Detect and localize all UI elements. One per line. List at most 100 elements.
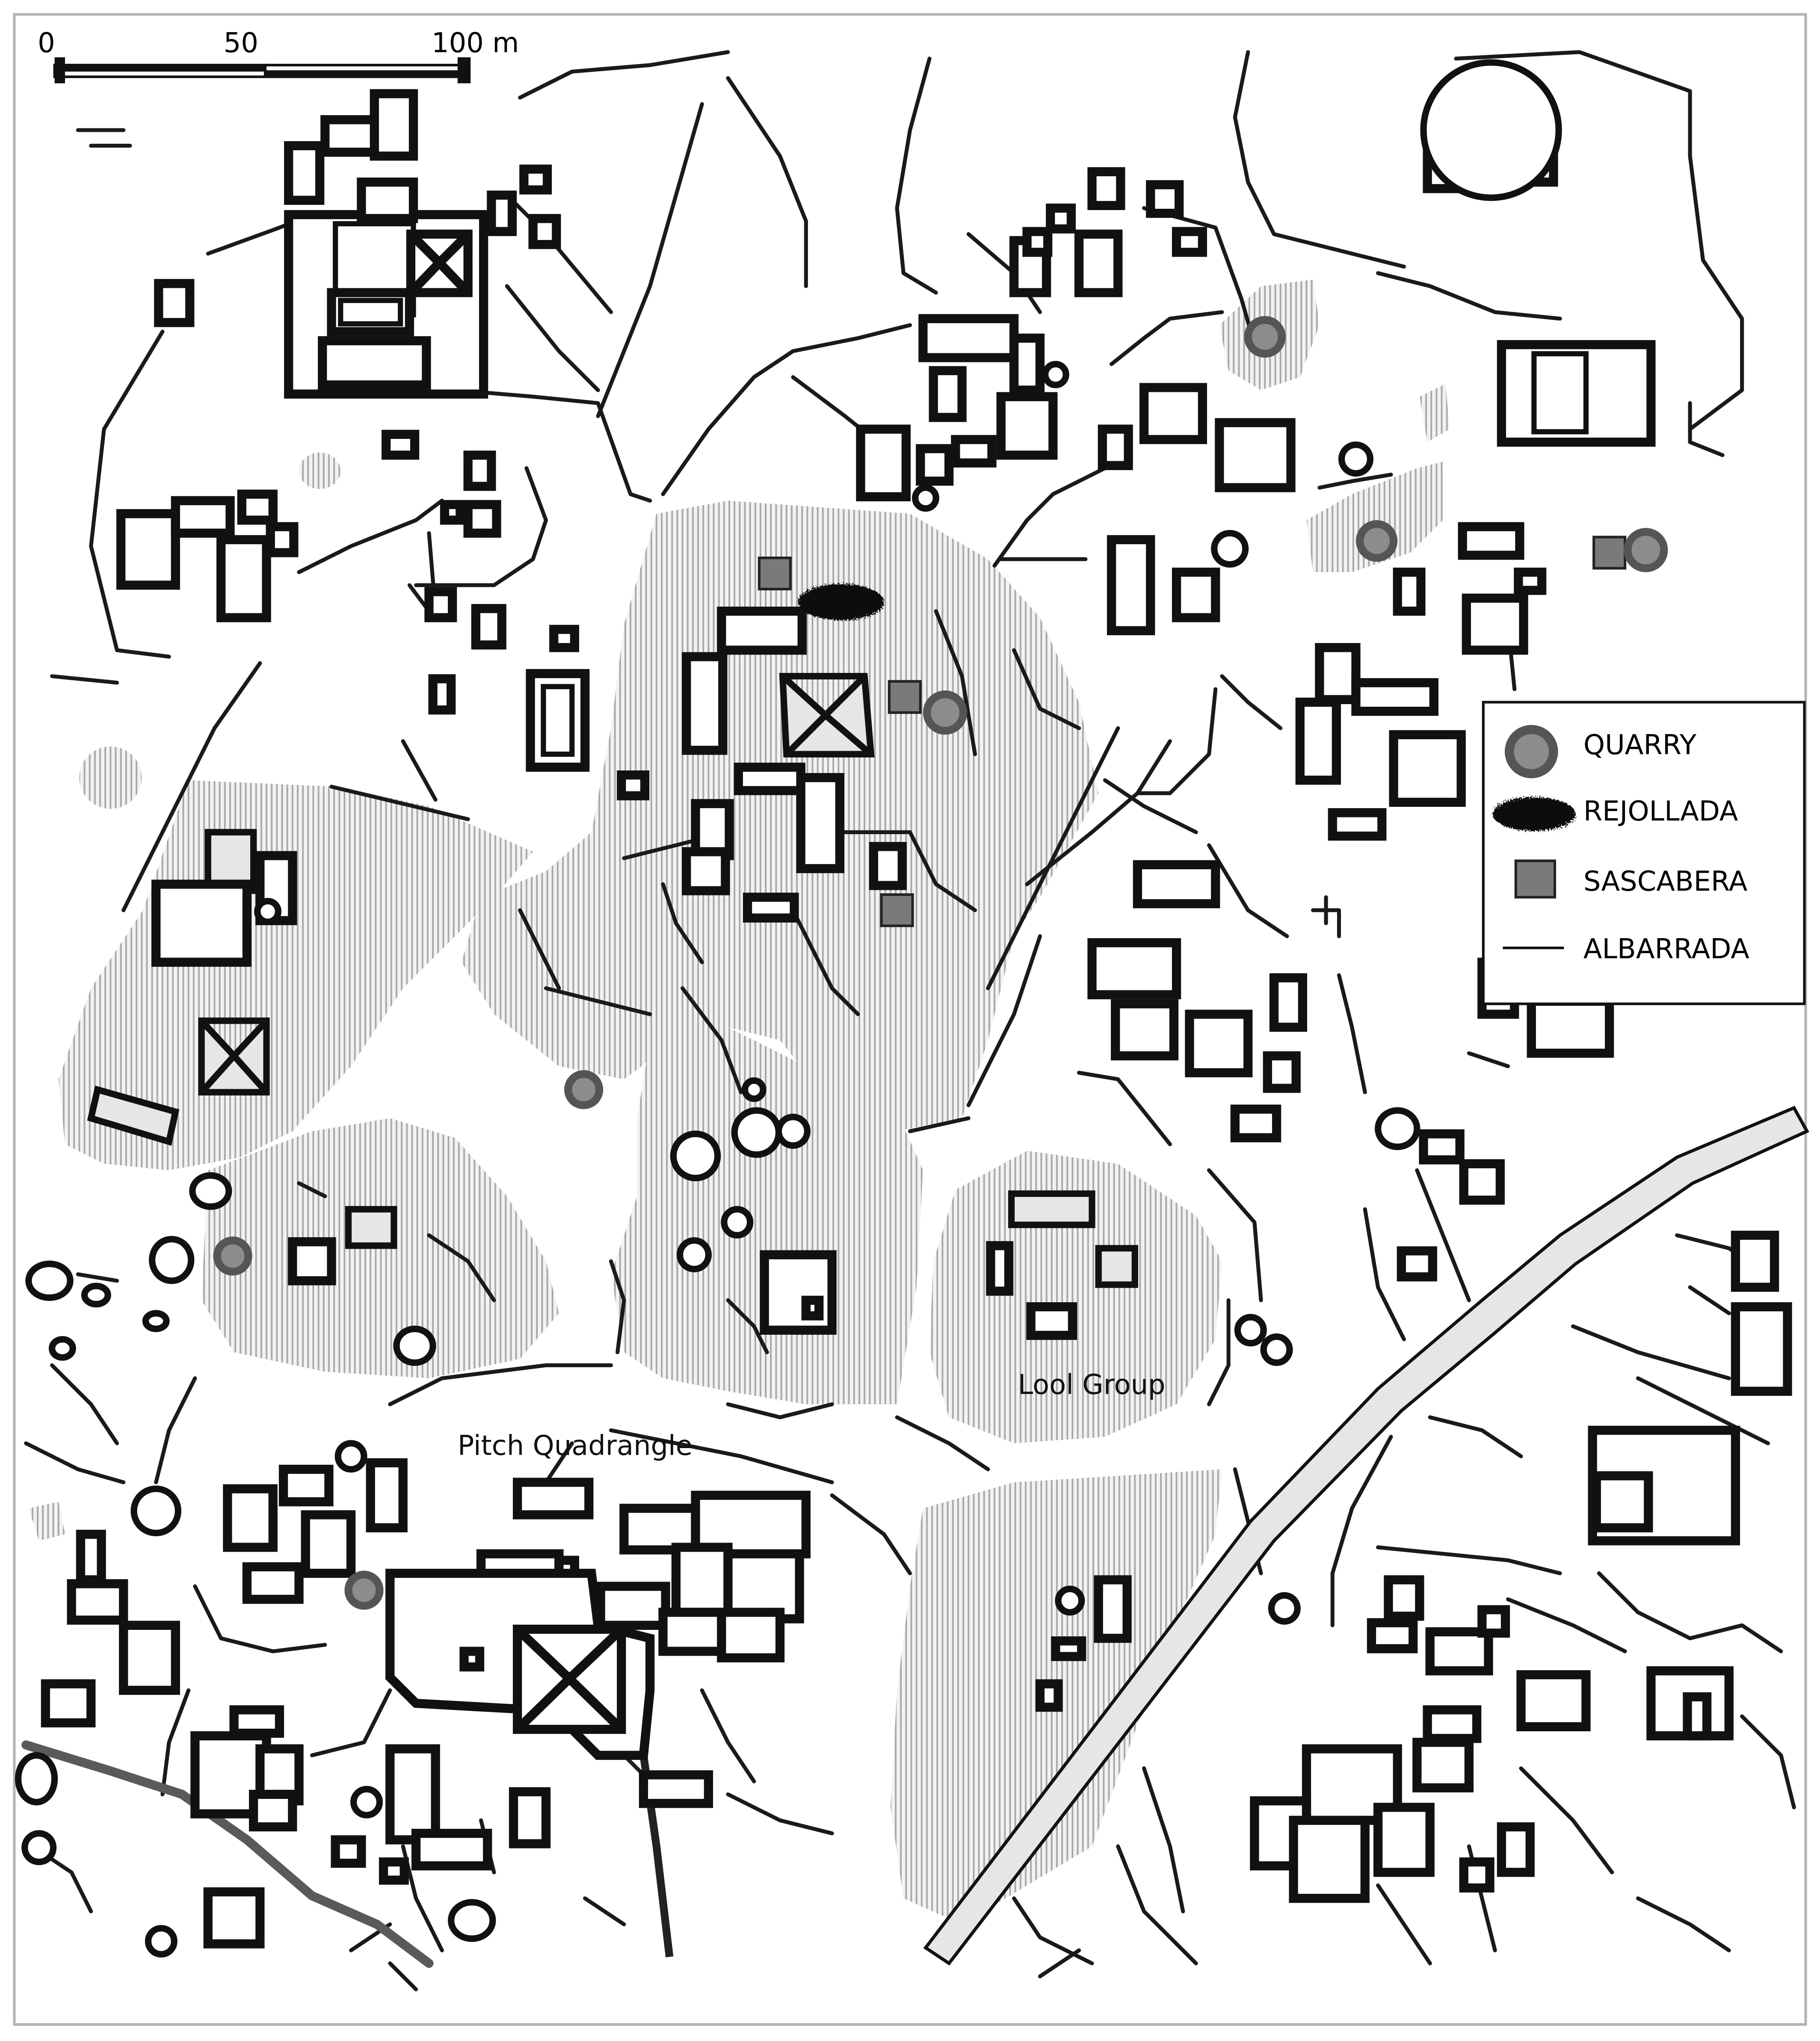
quarry-symbol <box>344 1570 384 1610</box>
hatched-zone-circle-west <box>79 746 142 809</box>
structure <box>1397 1246 1437 1282</box>
scale-bar-end <box>457 57 471 83</box>
quarry-symbol <box>1355 520 1398 562</box>
structure <box>916 444 954 486</box>
structure <box>223 1484 278 1552</box>
structure <box>1419 1129 1465 1164</box>
structure <box>203 1887 265 1949</box>
structure <box>1462 593 1528 655</box>
structure <box>1269 973 1308 1032</box>
structure <box>1423 1705 1482 1743</box>
structure <box>41 1679 96 1727</box>
structure <box>379 1857 409 1885</box>
structure <box>1094 1575 1132 1643</box>
structure <box>639 1770 713 1808</box>
structure <box>1351 678 1438 716</box>
structure <box>216 535 271 622</box>
structure <box>463 500 501 538</box>
structure <box>331 1835 366 1868</box>
structure <box>382 430 420 460</box>
road-southwest <box>21 1740 434 1968</box>
structure <box>717 607 807 655</box>
structure <box>1328 808 1387 841</box>
structure <box>1731 1302 1792 1396</box>
structure <box>528 214 561 249</box>
structure <box>1289 1816 1370 1903</box>
structure <box>929 366 967 422</box>
sascabera-symbol <box>880 893 914 927</box>
structure <box>1514 567 1547 595</box>
structure <box>171 496 235 538</box>
structure <box>424 587 457 622</box>
legend-quarry-icon <box>1504 725 1558 779</box>
structure <box>1384 1575 1424 1621</box>
structure <box>471 604 506 650</box>
structure <box>288 1237 336 1286</box>
structure <box>87 1085 180 1146</box>
structure <box>1263 1051 1301 1093</box>
structure <box>1393 567 1426 616</box>
pyramid-structure <box>406 229 473 297</box>
structure <box>682 847 730 895</box>
structure <box>116 509 180 590</box>
structure <box>1230 1105 1281 1143</box>
structure <box>509 1787 551 1848</box>
structure <box>266 522 299 557</box>
quarry-symbol <box>1624 528 1668 572</box>
structure <box>487 190 517 236</box>
circular-features <box>15 59 1562 1958</box>
hatched-zone-central <box>461 501 1099 1132</box>
hatched-zones <box>28 279 1450 1925</box>
map-frame <box>13 13 1807 2026</box>
structure <box>1008 1190 1095 1228</box>
structure <box>1172 227 1207 257</box>
quarry-symbol <box>564 1070 604 1109</box>
modern-road-southeast <box>923 1105 1809 1966</box>
structure <box>67 1579 128 1625</box>
structure <box>519 164 552 195</box>
structure <box>1497 340 1656 447</box>
quarry-symbol <box>213 1236 252 1276</box>
pyramid-structure <box>779 673 875 758</box>
structure <box>119 1620 180 1695</box>
structure <box>717 1608 785 1662</box>
structure <box>249 1789 297 1832</box>
legend-sascabera-icon <box>1514 859 1557 899</box>
structure <box>996 392 1058 460</box>
structure <box>428 674 456 715</box>
structure <box>411 1828 492 1871</box>
structure <box>1527 996 1614 1058</box>
structure <box>151 880 252 967</box>
scale-tick-50: 50 <box>224 27 258 59</box>
structure <box>1315 643 1361 704</box>
structure <box>1295 697 1341 785</box>
structure <box>1185 1010 1253 1078</box>
hatched-zone-far-west <box>28 1502 65 1541</box>
structure <box>743 892 799 923</box>
structure <box>1087 938 1181 999</box>
structure <box>1111 999 1179 1060</box>
structure <box>76 1529 106 1585</box>
hatched-zone-northeast-3 <box>1419 383 1450 442</box>
pyramid-structure <box>198 1017 270 1096</box>
structure <box>1373 1803 1435 1877</box>
structure <box>682 652 728 755</box>
map-legend: QUARRY REJOLLADA SASCABERA ALBARRADA <box>1482 701 1806 1005</box>
structure <box>1035 1679 1063 1712</box>
structure <box>671 1543 733 1617</box>
scale-bar-segment <box>265 70 468 77</box>
structure <box>856 424 911 501</box>
structure <box>278 1464 334 1507</box>
structure <box>918 314 1019 362</box>
quarry-symbol <box>1244 316 1286 358</box>
structure <box>986 1241 1014 1296</box>
rejollada-symbol <box>798 584 884 620</box>
legend-rejollada-label: REJOLLADA <box>1583 796 1738 827</box>
structure <box>1731 1230 1779 1292</box>
scale-tick-100: 100 m <box>432 27 519 59</box>
structure <box>1412 1738 1474 1792</box>
structure <box>1497 1822 1535 1877</box>
structure <box>357 178 418 223</box>
structure <box>1074 229 1123 297</box>
